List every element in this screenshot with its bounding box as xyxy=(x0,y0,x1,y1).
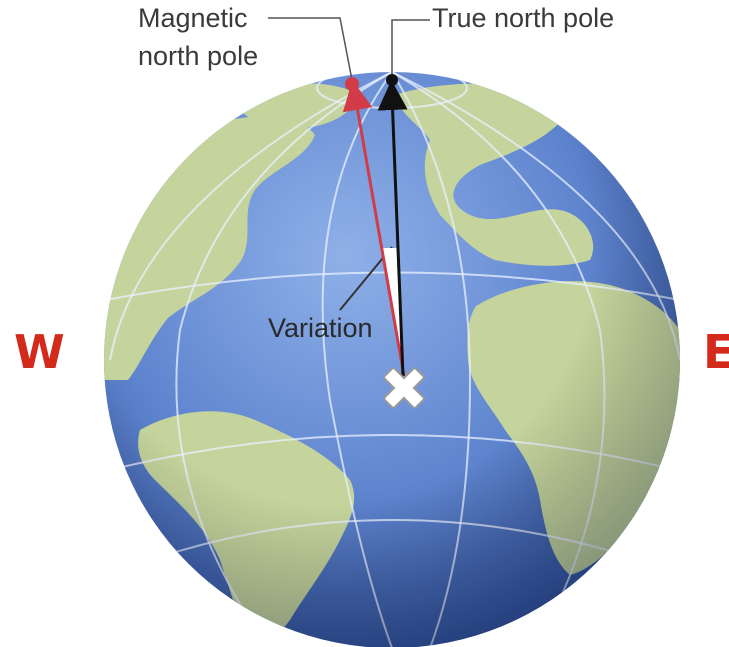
magnetic-north-label-line1: Magnetic xyxy=(138,3,248,33)
magnetic-north-arrow xyxy=(342,80,406,377)
east-compass-label: E xyxy=(703,325,729,379)
true-north-arrow xyxy=(377,80,408,377)
magnetic-north-label-line2: north pole xyxy=(138,41,259,71)
true-north-pole-dot xyxy=(386,74,398,86)
true-north-label: True north pole xyxy=(432,3,615,33)
true-north-leader-line xyxy=(391,19,430,77)
magnetic-leader-line xyxy=(268,17,353,81)
magnetic-north-pole-dot xyxy=(345,77,359,91)
position-x-marker xyxy=(383,367,425,409)
variation-label: Variation xyxy=(268,313,373,343)
west-compass-label: W xyxy=(14,325,65,379)
